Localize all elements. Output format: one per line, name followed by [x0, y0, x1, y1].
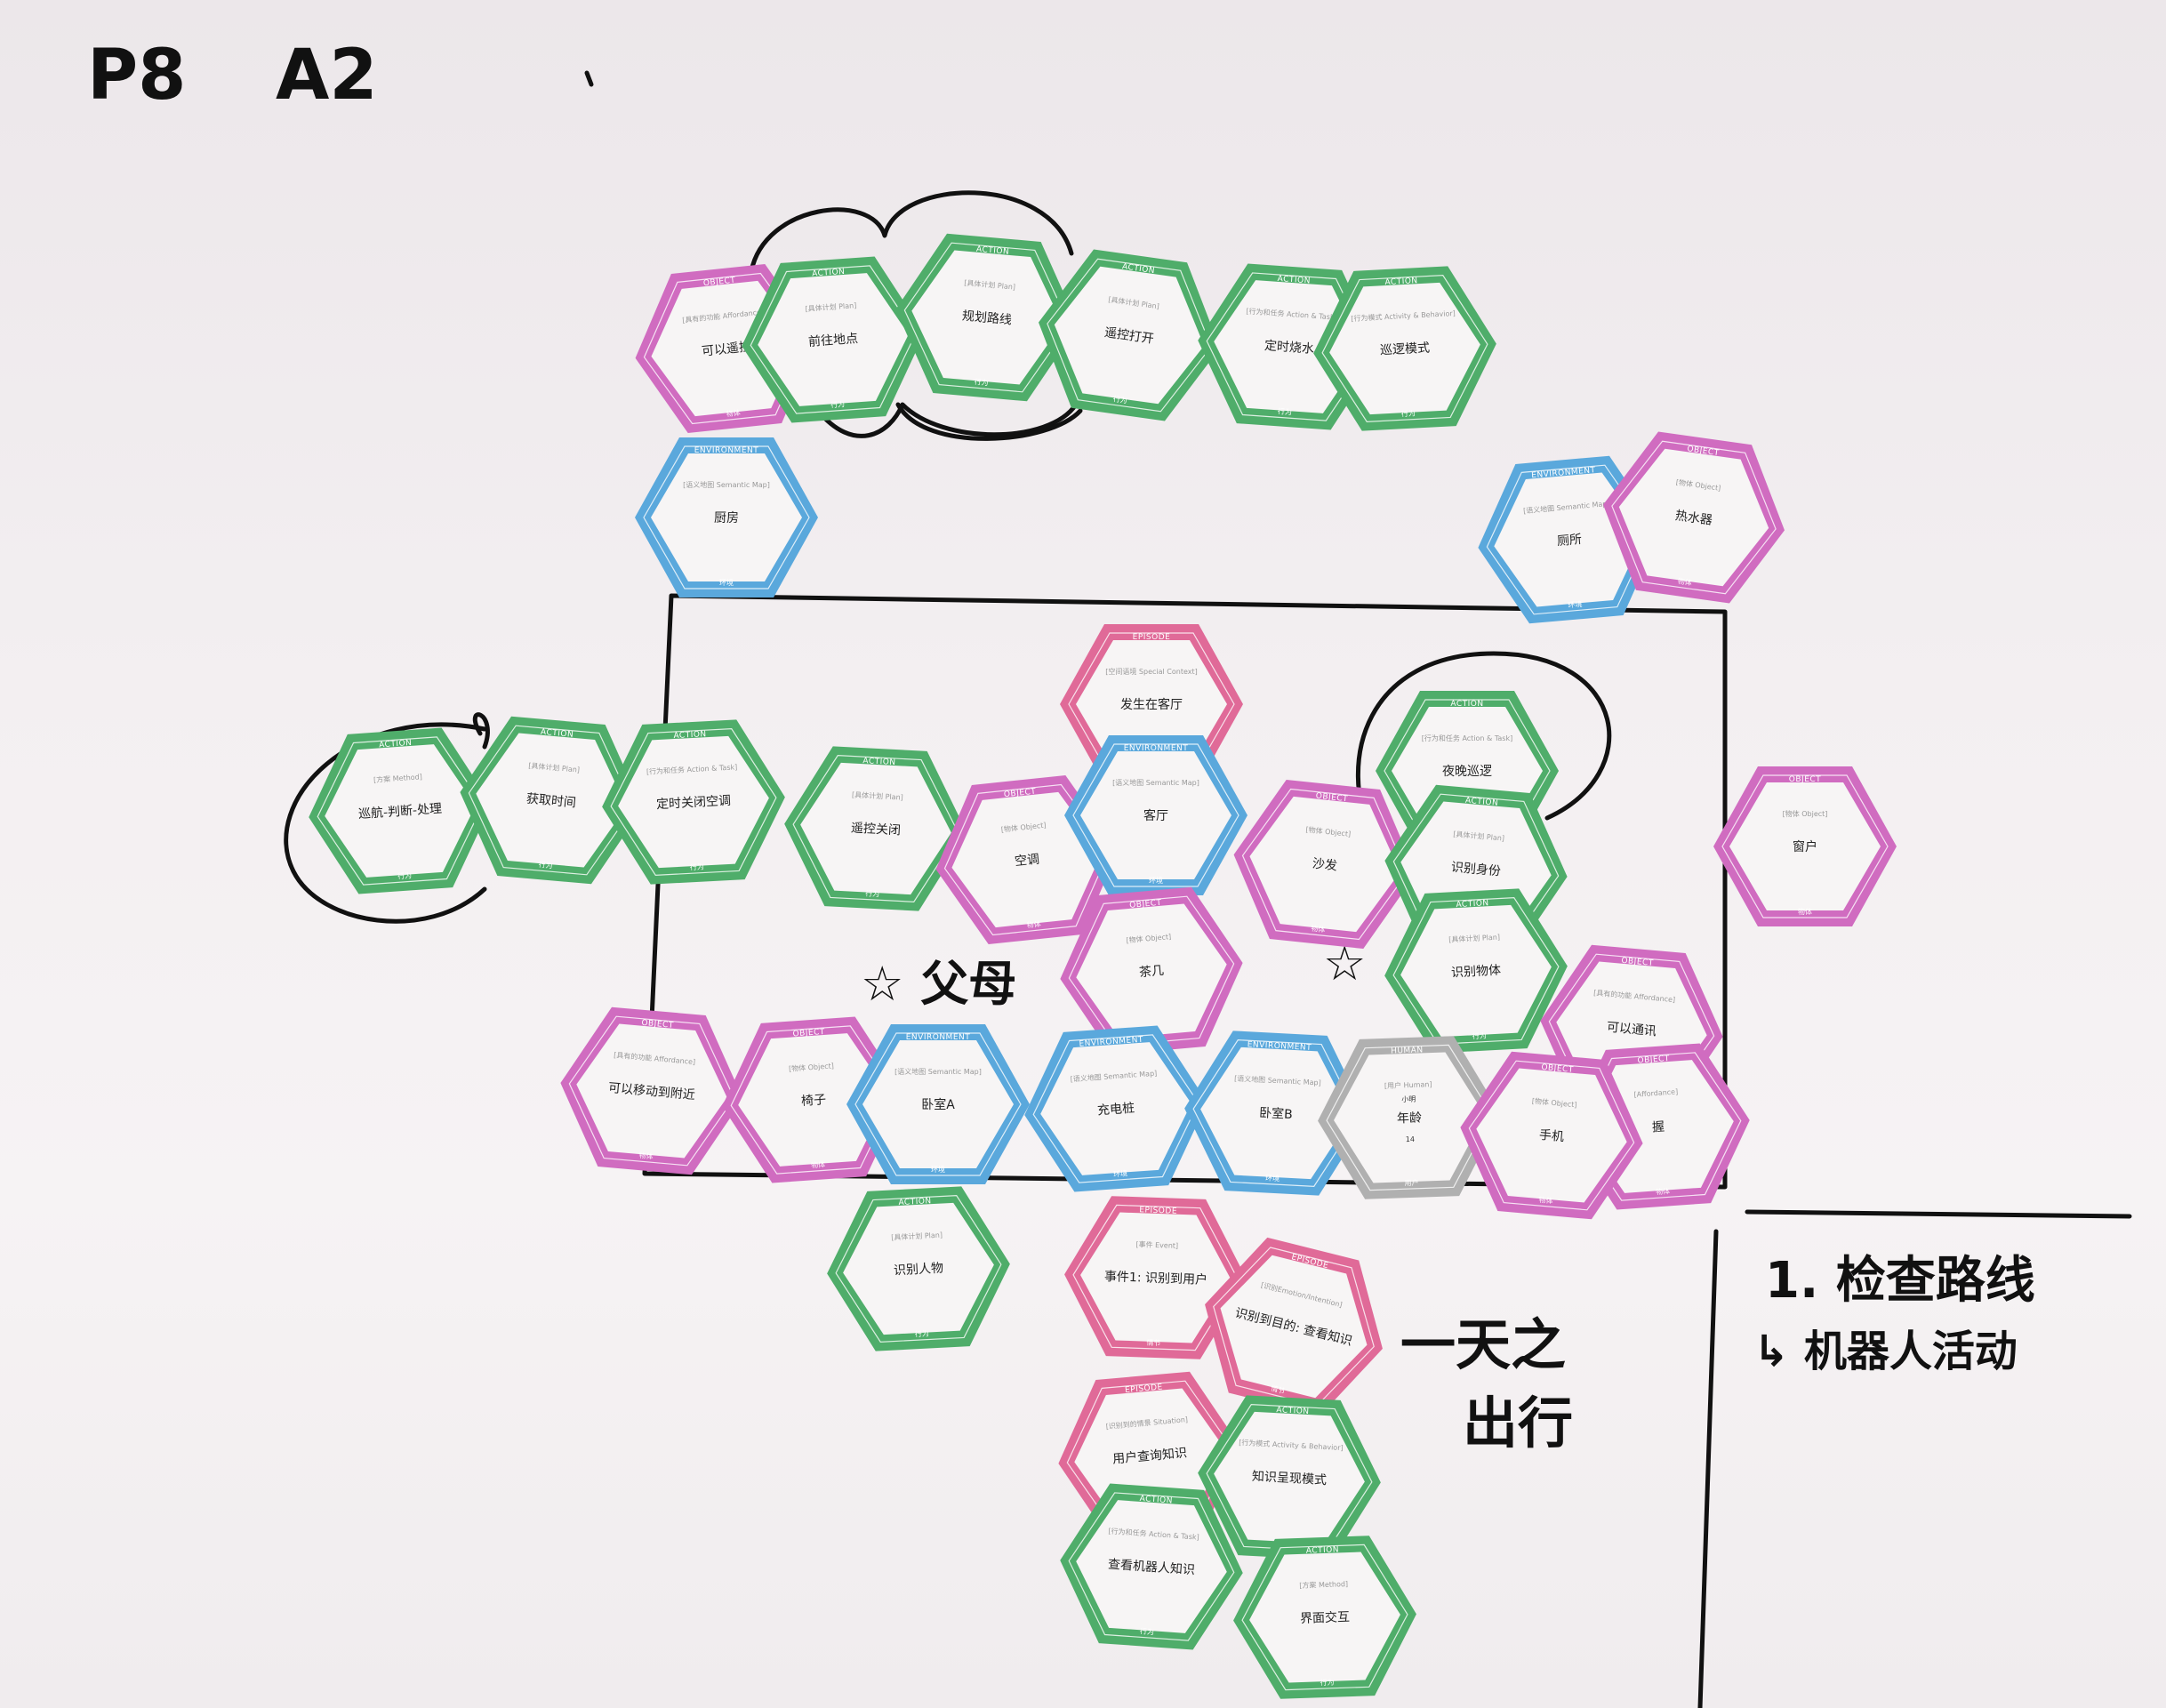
room-outline [642, 593, 1728, 1190]
hex-card-action: ACTION[行为和任务 Action & Task]定时烧水行为 [1191, 259, 1388, 435]
hex-card-action: ACTION[行为模式 Activity & Behavior]巡逻模式行为 [1307, 262, 1502, 436]
hex-card-environment: ENVIRONMENT[语义地图 Semantic Map]客厅环境 [1063, 734, 1249, 897]
hex-card-object: OBJECT[物体 Object]椅子物体 [715, 1012, 912, 1188]
hex-shape-icon [460, 716, 643, 885]
hand-label-a2: A2 [276, 36, 378, 116]
hex-shape-icon [1024, 1025, 1207, 1192]
hex-shape-icon [1198, 263, 1381, 430]
hex-shape-icon [1064, 1196, 1247, 1359]
hex-shape-icon [1184, 1030, 1368, 1196]
hex-shape-icon [1198, 1395, 1381, 1560]
hex-shape-icon [560, 1006, 743, 1175]
hex-card-action: ACTION[具体计划 Plan]规划路线行为 [886, 228, 1087, 407]
hand-label-note-1: 1. 检查路线 [1765, 1252, 2035, 1310]
hex-shape-icon [784, 746, 967, 911]
hex-shape-icon [1384, 888, 1568, 1054]
hex-card-action: ACTION[具体计划 Plan]识别物体行为 [1378, 885, 1573, 1058]
hand-label-p8: P8 [87, 36, 187, 116]
hex-shape-icon [1233, 1536, 1416, 1699]
hex-card-object: OBJECT[物体 Object]茶几物体 [1051, 881, 1251, 1061]
hex-shape-icon [1460, 1051, 1643, 1220]
hex-card-action: ACTION[具体计划 Plan]获取时间行为 [451, 710, 651, 890]
hex-shape-icon [1205, 1237, 1383, 1416]
hex-card-action: ACTION[行为和任务 Action & Task]定时关闭空调行为 [596, 716, 790, 889]
hex-shape-icon [1039, 249, 1220, 421]
hex-shape-icon [309, 727, 492, 894]
hex-shape-icon [1064, 735, 1247, 895]
hex-shape-icon [602, 719, 785, 885]
hand-label-day-out-1: 一天之 [1400, 1312, 1567, 1377]
hex-card-object: OBJECT[具有的功能 Affordance]可以移动到附近物体 [551, 1001, 751, 1181]
hex-card-object: OBJECT[物体 Object]热水器物体 [1590, 423, 1798, 611]
hex-card-episode: EPISODE[事件 Event]事件1: 识别到用户情节 [1060, 1192, 1252, 1362]
hex-shape-icon [1318, 1036, 1501, 1199]
hex-shape-icon [827, 1186, 1010, 1351]
hex-shape-icon [1060, 886, 1243, 1055]
hex-shape-icon [895, 233, 1079, 402]
hex-shape-icon [846, 1024, 1030, 1184]
hex-card-action: ACTION[具体计划 Plan]遥控打开行为 [1025, 241, 1233, 429]
hex-shape-icon [1313, 266, 1496, 431]
hex-card-action: ACTION[具体计划 Plan]遥控关闭行为 [778, 742, 973, 916]
hex-card-action: ACTION[具体计划 Plan]前往地点行为 [734, 252, 932, 428]
hex-shape-icon [722, 1016, 905, 1183]
hex-card-action: ACTION[具体计划 Plan]识别人物行为 [821, 1183, 1015, 1356]
hex-shape-icon [1603, 431, 1785, 604]
hex-card-action: ACTION[方案 Method]界面交互行为 [1229, 1532, 1421, 1702]
hand-label-parents: ☆ 父母 [861, 956, 1017, 1012]
hex-card-action: ACTION[方案 Method]巡航-判断-处理行为 [301, 723, 499, 899]
hex-card-action: ACTION[行为模式 Activity & Behavior]知识呈现模式行为 [1191, 1391, 1386, 1565]
hex-card-episode: EPISODE[识别Emotion/Intention]识别到目的: 查看知识情… [1183, 1224, 1404, 1428]
hex-card-object: OBJECT[物体 Object]沙发物体 [1223, 774, 1426, 956]
hex-card-object: OBJECT[物体 Object]手机物体 [1451, 1046, 1651, 1225]
hex-shape-icon [1713, 766, 1897, 926]
hex-card-environment: ENVIRONMENT[语义地图 Semantic Map]厨房环境 [633, 436, 820, 599]
hex-shape-icon [1060, 1483, 1243, 1650]
hex-shape-icon [1233, 779, 1416, 950]
hex-card-environment: ENVIRONMENT[语义地图 Semantic Map]充电桩环境 [1017, 1021, 1215, 1197]
hand-label-day-out-2: 出行 [1463, 1391, 1574, 1455]
hex-card-action: ACTION[行为和任务 Action & Task]查看机器人知识行为 [1053, 1479, 1250, 1655]
hex-shape-icon [742, 256, 925, 423]
hex-shape-icon [635, 437, 818, 597]
hand-label-note-2: ↳ 机器人活动 [1753, 1327, 2018, 1376]
hex-card-object: OBJECT[物体 Object]窗户物体 [1712, 765, 1898, 928]
